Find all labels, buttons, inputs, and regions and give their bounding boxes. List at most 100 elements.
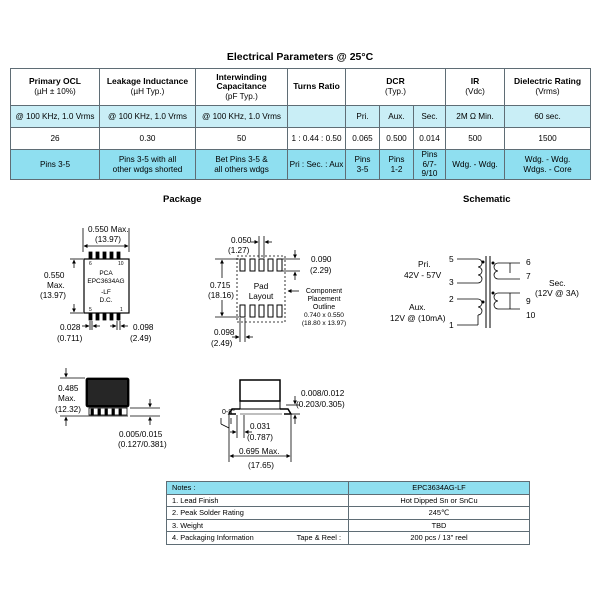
top-width-in: 0.550 Max. bbox=[88, 225, 129, 234]
table-row: 1. Lead Finish Hot Dipped Sn or SnCu bbox=[166, 493, 530, 507]
overall-width-mm: (17.65) bbox=[248, 461, 274, 470]
pitch-mm: (0.711) bbox=[57, 334, 83, 343]
values-row: 26 0.30 50 1 : 0.44 : 0.50 0.065 0.500 0… bbox=[10, 127, 592, 150]
header-turns-ratio: Turns Ratio bbox=[287, 68, 346, 106]
note-value: 245℃ bbox=[348, 506, 530, 520]
pin-9: 9 bbox=[526, 296, 531, 306]
sec-label: Sec. bbox=[549, 278, 566, 288]
note-value: Hot Dipped Sn or SnCu bbox=[348, 493, 530, 507]
pri-voltage: 42V - 57V bbox=[404, 270, 442, 280]
lead-mm: (2.49) bbox=[130, 334, 152, 343]
table-cell: Aux. bbox=[379, 105, 414, 128]
table-cell: Bet Pins 3-5 &all others wdgs bbox=[195, 149, 288, 180]
angle-label: 0-8° bbox=[222, 408, 235, 416]
pin-5: 5 bbox=[449, 254, 454, 264]
pad-pitch-mm: (1.27) bbox=[228, 246, 250, 255]
side-height-max: Max. bbox=[58, 394, 76, 403]
standoff-in: 0.005/0.015 bbox=[119, 430, 163, 439]
notes-header: Notes : bbox=[166, 481, 349, 495]
note-label: 3. Weight bbox=[166, 518, 349, 532]
table-cell: Pri. bbox=[345, 105, 380, 128]
pin-3: 3 bbox=[449, 277, 454, 287]
table-cell: @ 100 KHz, 1.0 Vrms bbox=[99, 105, 196, 128]
table-cell: Sec. bbox=[412, 105, 447, 128]
pin-6: 6 bbox=[526, 257, 531, 267]
pitch-in: 0.028 bbox=[60, 323, 81, 332]
pin-10: 10 bbox=[526, 310, 536, 320]
notes-part-number: EPC3634AG-LF bbox=[348, 481, 530, 495]
pin-1: 1 bbox=[449, 320, 454, 330]
notes-table: Notes : EPC3634AG-LF 1. Lead Finish Hot … bbox=[166, 481, 530, 545]
sec-rating: (12V @ 3A) bbox=[535, 288, 579, 298]
lead-in: 0.098 bbox=[133, 323, 154, 332]
table-cell: Wdg. - Wdg.Wdgs. - Core bbox=[504, 149, 592, 180]
schematic-diagram: Pri. 42V - 57V Aux. 12V @ (10mA) 5 3 2 1… bbox=[390, 254, 579, 330]
table-cell: 500 bbox=[445, 127, 506, 150]
note-value: 200 pcs / 13" reel bbox=[348, 531, 530, 545]
table-cell: 0.30 bbox=[99, 127, 196, 150]
table-cell: 60 sec. bbox=[504, 105, 592, 128]
outline-note-4: 0.740 x 0.550 bbox=[304, 312, 344, 319]
header-capacitance: Interwinding Capacitance(pF Typ.) bbox=[195, 68, 288, 106]
top-height-in: 0.550 bbox=[44, 271, 65, 280]
table-cell: 50 bbox=[195, 127, 288, 150]
marking-line-3: -LF bbox=[101, 289, 111, 296]
pad-bottom-in: 0.098 bbox=[214, 328, 235, 337]
top-height-max: Max. bbox=[47, 281, 65, 290]
header-row: Primary OCL(µH ± 10%) Leakage Inductance… bbox=[10, 68, 592, 106]
side-height-mm: (12.32) bbox=[55, 405, 81, 414]
table-cell: Pins 3-5 bbox=[10, 149, 100, 180]
table-row: 2. Peak Solder Rating 245℃ bbox=[166, 506, 530, 520]
pin-7: 7 bbox=[526, 271, 531, 281]
lead-thickness-mm: (0.203/0.305) bbox=[296, 400, 345, 409]
table-cell: 26 bbox=[10, 127, 100, 150]
table-cell: 0.065 bbox=[345, 127, 380, 150]
pin-10-label: 10 bbox=[118, 261, 124, 267]
pri-label: Pri. bbox=[418, 259, 431, 269]
package-title: Package bbox=[163, 194, 202, 205]
overall-width-in: 0.695 Max. bbox=[239, 447, 280, 456]
pad-label-2: Layout bbox=[249, 292, 274, 301]
standoff-mm: (0.127/0.381) bbox=[118, 440, 167, 449]
table-row: 3. Weight TBD bbox=[166, 518, 530, 532]
foot-mm: (0.787) bbox=[247, 433, 273, 442]
table-cell bbox=[287, 105, 346, 128]
electrical-parameters-table: Primary OCL(µH ± 10%) Leakage Inductance… bbox=[10, 68, 592, 180]
page-title: Electrical Parameters @ 25°C bbox=[226, 51, 374, 63]
table-cell: 0.500 bbox=[379, 127, 414, 150]
front-view: 0-8° 0.008/0.012 (0.203/0.305) 0.031 (0.… bbox=[220, 379, 345, 470]
pad-label-1: Pad bbox=[254, 282, 269, 291]
pad-overall-mm: (18.16) bbox=[208, 291, 234, 300]
foot-in: 0.031 bbox=[250, 422, 271, 431]
top-height-mm: (13.97) bbox=[40, 291, 66, 300]
table-cell: 1500 bbox=[504, 127, 592, 150]
top-view: 0.550 Max. (13.97) 6 10 PCA EPC3634AG -L… bbox=[40, 225, 154, 343]
table-cell: Pri : Sec. : Aux bbox=[287, 149, 346, 180]
pin-6-label: 6 bbox=[89, 261, 92, 267]
header-dielectric: Dielectric Rating(Vrms) bbox=[504, 68, 592, 106]
pad-bottom-mm: (2.49) bbox=[211, 339, 233, 348]
marking-line-4: D.C. bbox=[100, 297, 113, 304]
notes-header-row: Notes : EPC3634AG-LF bbox=[166, 481, 530, 495]
pad-pitch-in: 0.050 bbox=[231, 236, 252, 245]
pad-height-mm: (2.29) bbox=[310, 266, 332, 275]
aux-voltage: 12V @ (10mA) bbox=[390, 313, 446, 323]
side-view: 0.485 Max. (12.32) 0.005/0.015 (0.127/0.… bbox=[55, 368, 167, 449]
note-label: 1. Lead Finish bbox=[166, 493, 349, 507]
header-ir: IR(Vdc) bbox=[445, 68, 506, 106]
schematic-title: Schematic bbox=[463, 194, 511, 205]
pin-1-label: 1 bbox=[120, 307, 123, 313]
note-label: 2. Peak Solder Rating bbox=[166, 506, 349, 520]
lead-thickness-in: 0.008/0.012 bbox=[301, 389, 345, 398]
note-extra: Tape & Reel : bbox=[296, 533, 341, 543]
outline-note-1: Component bbox=[306, 288, 342, 295]
side-height-in: 0.485 bbox=[58, 384, 79, 393]
pad-height-in: 0.090 bbox=[311, 255, 332, 264]
aux-label: Aux. bbox=[409, 302, 426, 312]
marking-line-2: EPC3634AG bbox=[87, 278, 124, 285]
